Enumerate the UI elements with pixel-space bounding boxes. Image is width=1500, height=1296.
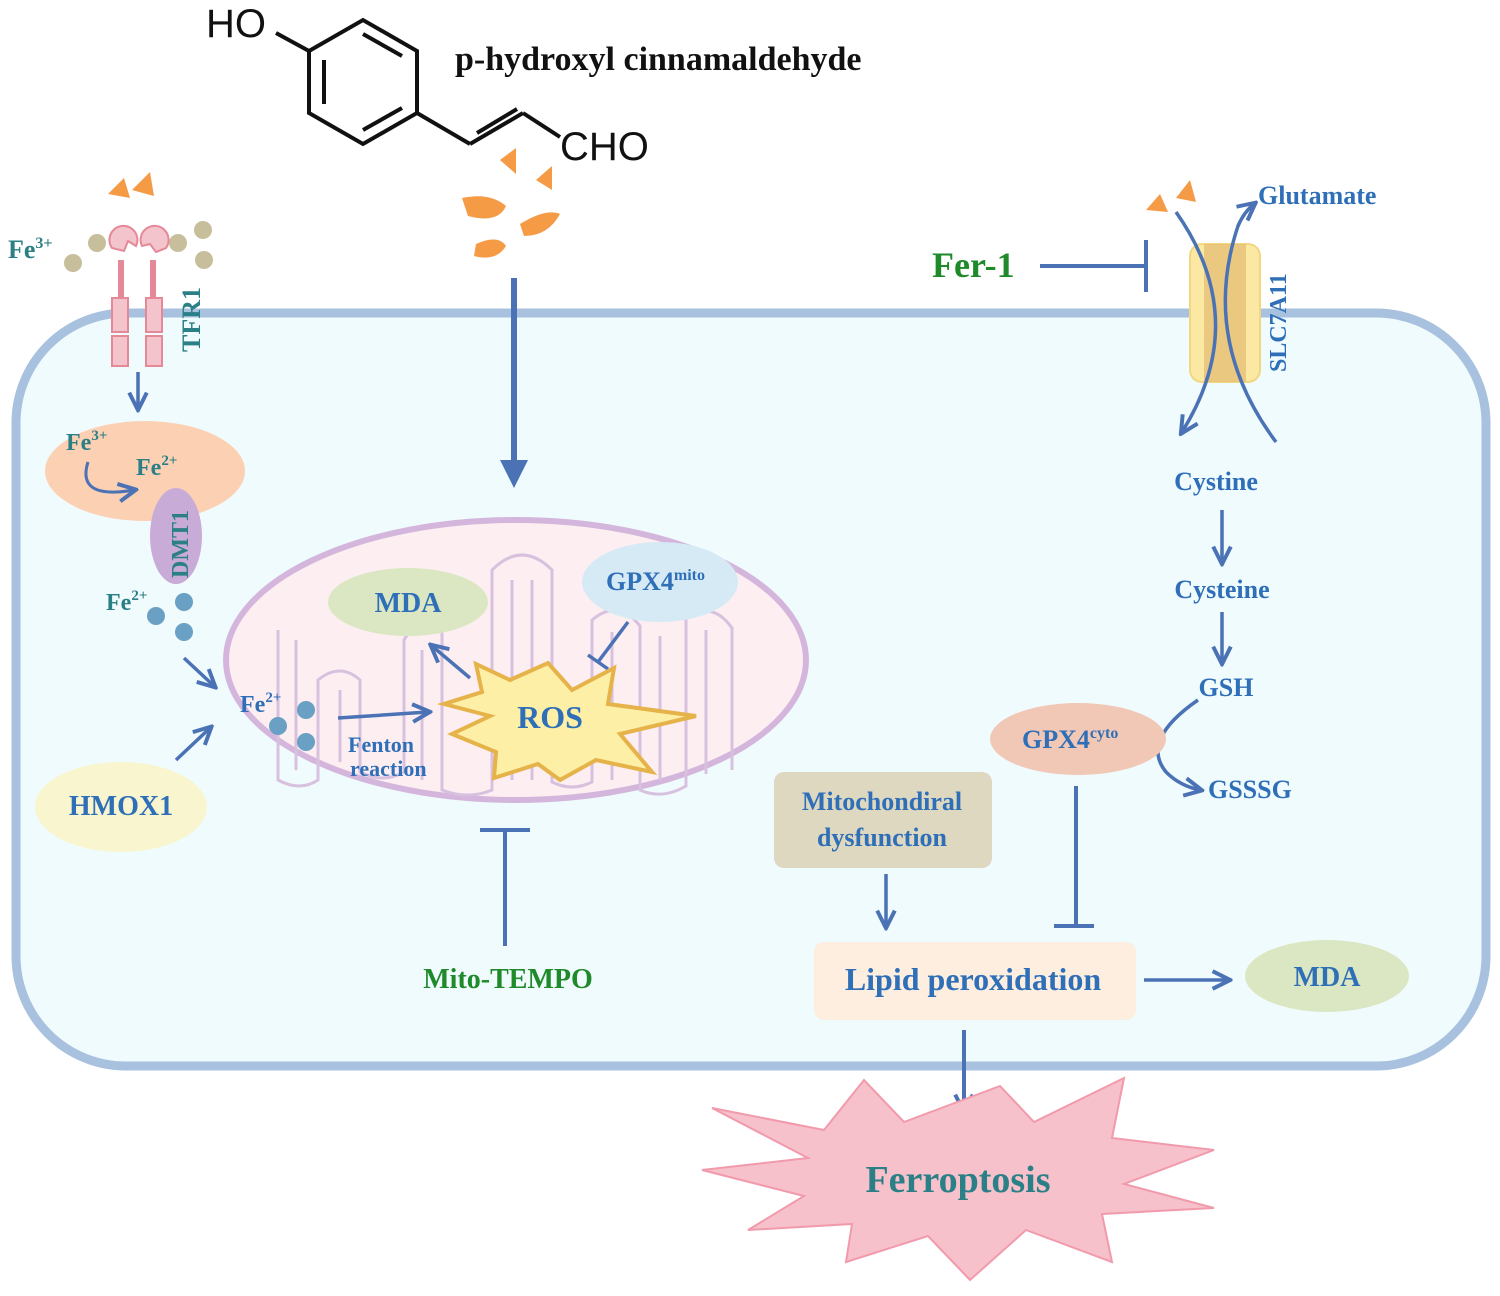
mito-dysfunction-line1: Mitochondiral xyxy=(802,787,962,816)
mda-mito-label: MDA xyxy=(375,588,443,619)
hmox1-label: HMOX1 xyxy=(69,791,173,822)
dmt1-label: DMT1 xyxy=(168,510,194,578)
mda-mito-node xyxy=(328,568,488,636)
endosome xyxy=(45,421,245,521)
gsh-label: GSH xyxy=(1199,673,1254,702)
gpx4-mito-inhibit-bar xyxy=(586,653,610,671)
ferroptosis-burst xyxy=(701,1076,1215,1282)
mda-cyto-label: MDA xyxy=(1294,962,1362,993)
mito-fe2-label: Fe2+ xyxy=(240,690,281,718)
endosome-fe3-label: Fe3+ xyxy=(66,428,107,456)
mda-cyto-node xyxy=(1245,940,1409,1012)
cystine-import-arrow xyxy=(1174,210,1218,432)
ferroptosis-label: Ferroptosis xyxy=(865,1159,1050,1201)
cysteine-label: Cysteine xyxy=(1174,575,1269,604)
gpx4-mito-node xyxy=(582,542,738,622)
mitochondrion-cristae xyxy=(276,553,734,797)
hmox1-to-mito-arrow xyxy=(174,728,210,762)
fe3-extracellular-dots xyxy=(64,221,213,272)
ros-label: ROS xyxy=(517,699,583,735)
cystine-label: Cystine xyxy=(1174,467,1258,496)
gpx4-cyto-node xyxy=(990,703,1166,775)
mito-dysfunction-line2: dysfunction xyxy=(817,823,948,852)
compound-structure xyxy=(275,17,562,147)
gpx4-mito-inhibit-line xyxy=(596,620,630,664)
tfr1-label: TFR1 xyxy=(177,287,206,352)
gpx4-cyto-label: GPX4cyto xyxy=(1022,725,1118,754)
endosome-fe2-label: Fe2+ xyxy=(136,453,177,481)
compound-droplets xyxy=(108,148,1196,258)
compound-ho-label: HO xyxy=(206,2,266,46)
tfr1-receptor xyxy=(108,224,170,367)
fenton-label-line1: Fenton xyxy=(348,732,414,757)
lipid-peroxidation-label: Lipid peroxidation xyxy=(845,961,1102,997)
hmox1-node xyxy=(35,762,207,852)
fe3-to-fe2-conversion-arrow xyxy=(84,461,134,492)
dmt1-transporter xyxy=(150,488,202,584)
gsh-to-gssg-arrow xyxy=(1156,698,1200,790)
gpx4-mito-label: GPX4mito xyxy=(606,567,705,596)
fenton-label-line2: reaction xyxy=(350,756,427,781)
compound-cho-label: CHO xyxy=(560,125,649,169)
mito-tempo-label: Mito-TEMPO xyxy=(423,964,593,995)
fer1-label: Fer-1 xyxy=(932,245,1015,285)
ros-to-mda-arrow xyxy=(432,646,472,680)
lipid-peroxidation-box xyxy=(814,942,1136,1020)
free-fe2-label: Fe2+ xyxy=(106,588,147,616)
mito-fe2-dots xyxy=(269,701,315,751)
fe3-extracellular-label: Fe3+ xyxy=(8,235,53,264)
slc7a11-label: SLC7A11 xyxy=(1266,273,1292,372)
compound-name: p-hydroxyl cinnamaldehyde xyxy=(455,41,862,78)
fenton-arrow xyxy=(337,712,428,718)
fe2-to-mito-arrow xyxy=(182,656,214,686)
glutamate-export-arrow xyxy=(1223,204,1278,444)
ros-burst xyxy=(436,660,697,783)
free-fe2-dots xyxy=(147,593,193,641)
glutamate-label: Glutamate xyxy=(1258,181,1376,210)
mito-dysfunction-box xyxy=(774,772,992,868)
gssg-label: GSSSG xyxy=(1208,775,1292,804)
